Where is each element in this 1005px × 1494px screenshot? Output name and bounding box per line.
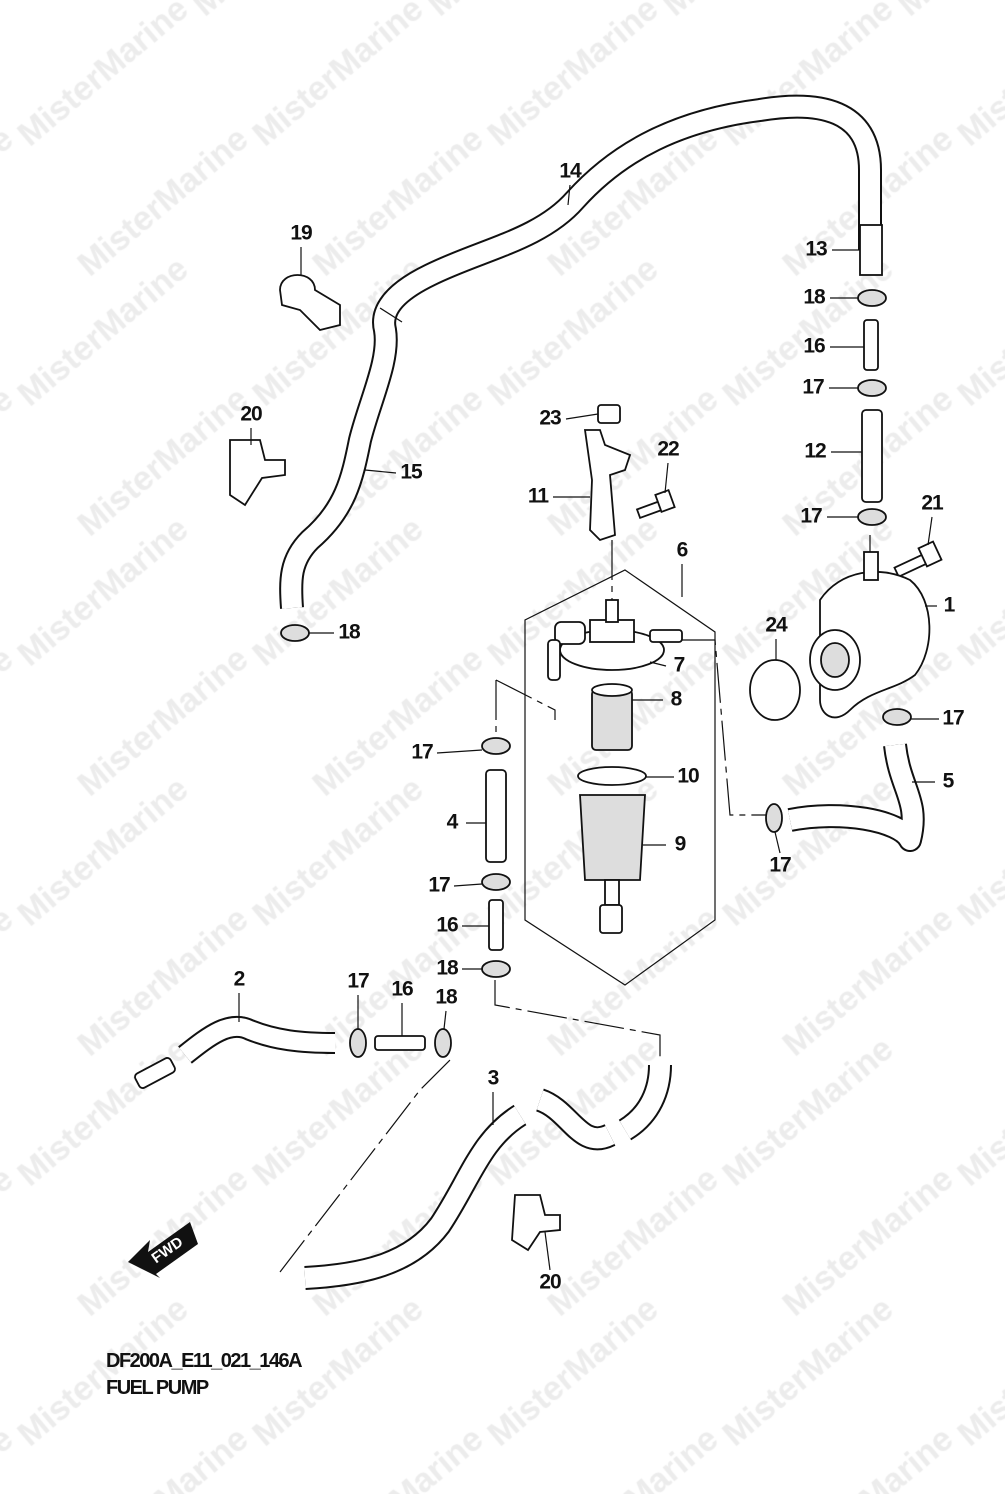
callout-4: 4	[447, 811, 459, 834]
hose-13[interactable]	[859, 224, 883, 276]
callout-24: 24	[765, 614, 788, 637]
callout-17: 17	[769, 854, 791, 877]
callout-15: 15	[400, 461, 423, 484]
callout-6: 6	[677, 539, 688, 562]
o-ring-24[interactable]	[749, 659, 801, 721]
bolt-22[interactable]	[635, 488, 676, 520]
callout-2: 2	[234, 968, 245, 991]
callout-20: 20	[240, 403, 262, 426]
callout-18: 18	[435, 986, 458, 1009]
clip-20-upper[interactable]	[229, 439, 286, 507]
hose-12[interactable]	[861, 409, 883, 503]
diagram-title: FUEL PUMP	[106, 1377, 209, 1399]
callout-17: 17	[411, 741, 433, 764]
callout-5: 5	[943, 770, 955, 793]
callout-18: 18	[436, 957, 459, 980]
bolt-21[interactable]	[893, 540, 943, 578]
callout-19: 19	[290, 222, 312, 245]
clip-20-lower[interactable]	[511, 1194, 561, 1252]
callout-18: 18	[803, 286, 826, 309]
callout-3: 3	[488, 1067, 499, 1090]
o-ring-10[interactable]	[577, 766, 647, 786]
nut-23[interactable]	[597, 404, 621, 424]
callout-12: 12	[804, 440, 826, 463]
callout-8: 8	[671, 688, 683, 711]
callout-10: 10	[677, 765, 699, 788]
callout-16: 16	[803, 335, 825, 358]
callout-17: 17	[800, 505, 822, 528]
hose-14-15[interactable]	[279, 94, 882, 609]
clip-19[interactable]	[279, 274, 341, 331]
diagram-code: DF200A_E11_021_146A	[106, 1350, 303, 1372]
fwd-arrow-icon: FWD	[128, 1222, 198, 1278]
leader-lines	[238, 184, 939, 1271]
callout-16: 16	[391, 978, 413, 1001]
callout-18: 18	[338, 621, 361, 644]
callout-14: 14	[559, 160, 582, 183]
callout-17: 17	[428, 874, 450, 897]
callout-11: 11	[528, 485, 550, 508]
callout-13: 13	[805, 238, 827, 261]
callout-17: 17	[942, 707, 964, 730]
hose-4[interactable]	[485, 769, 507, 863]
filter-element-8[interactable]	[591, 683, 633, 751]
callout-1: 1	[944, 594, 956, 617]
callout-17: 17	[347, 970, 369, 993]
hose-5[interactable]	[787, 743, 925, 852]
callout-23: 23	[539, 407, 561, 430]
callout-9: 9	[675, 833, 686, 856]
fuel-pump-1[interactable]	[809, 551, 931, 719]
callout-17: 17	[802, 376, 824, 399]
filter-head-7[interactable]	[547, 599, 683, 681]
callout-16: 16	[436, 914, 458, 937]
callout-20: 20	[539, 1271, 561, 1294]
joints-16[interactable]	[374, 319, 879, 1051]
hose-2[interactable]	[134, 1015, 336, 1090]
filter-bowl-9[interactable]	[579, 794, 646, 934]
filter-assembly-outline	[524, 569, 716, 986]
callout-22: 22	[657, 438, 679, 461]
hose-3[interactable]	[304, 1064, 672, 1290]
bracket-11[interactable]	[583, 429, 632, 542]
callouts: 14 19 13 18 16 17 20 23 22 12 15 11 21 1…	[234, 160, 965, 1294]
callout-21: 21	[921, 492, 944, 515]
callout-7: 7	[674, 654, 685, 677]
